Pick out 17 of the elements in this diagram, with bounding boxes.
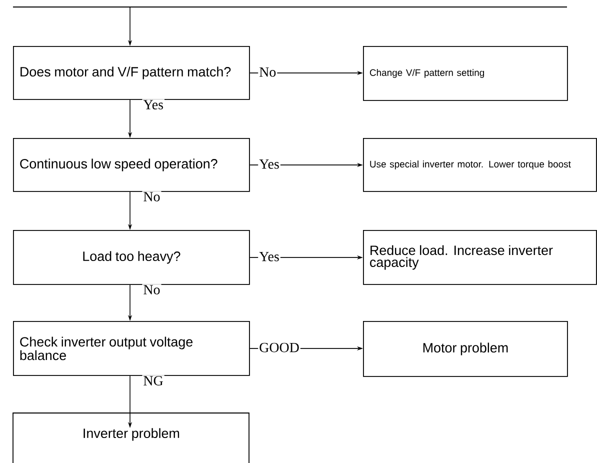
edge-label: Yes	[258, 250, 280, 262]
edge-label: Yes	[258, 158, 280, 170]
action-box: Reduce load. Increase inverter capacity	[363, 230, 597, 285]
action-box: Change V/F pattern setting	[363, 46, 568, 101]
process-box: Does motor and V/F pattern match?	[13, 46, 250, 100]
action-box: Motor problem	[363, 321, 568, 377]
process-box: Check inverter output voltage balance	[13, 321, 250, 376]
process-box: Load too heavy?	[13, 230, 250, 285]
edge-label: No	[142, 284, 162, 296]
edge-label: GOOD	[258, 342, 300, 354]
edge-label: No	[258, 66, 278, 78]
result-box: Inverter problem	[12, 412, 250, 463]
edge-label: NG	[142, 375, 164, 386]
edge-label: No	[142, 191, 162, 202]
process-box: Continuous low speed operation?	[13, 138, 250, 192]
edge-label: Yes	[142, 99, 164, 110]
action-box: Use special inverter motor. Lower torque boost	[363, 138, 597, 192]
